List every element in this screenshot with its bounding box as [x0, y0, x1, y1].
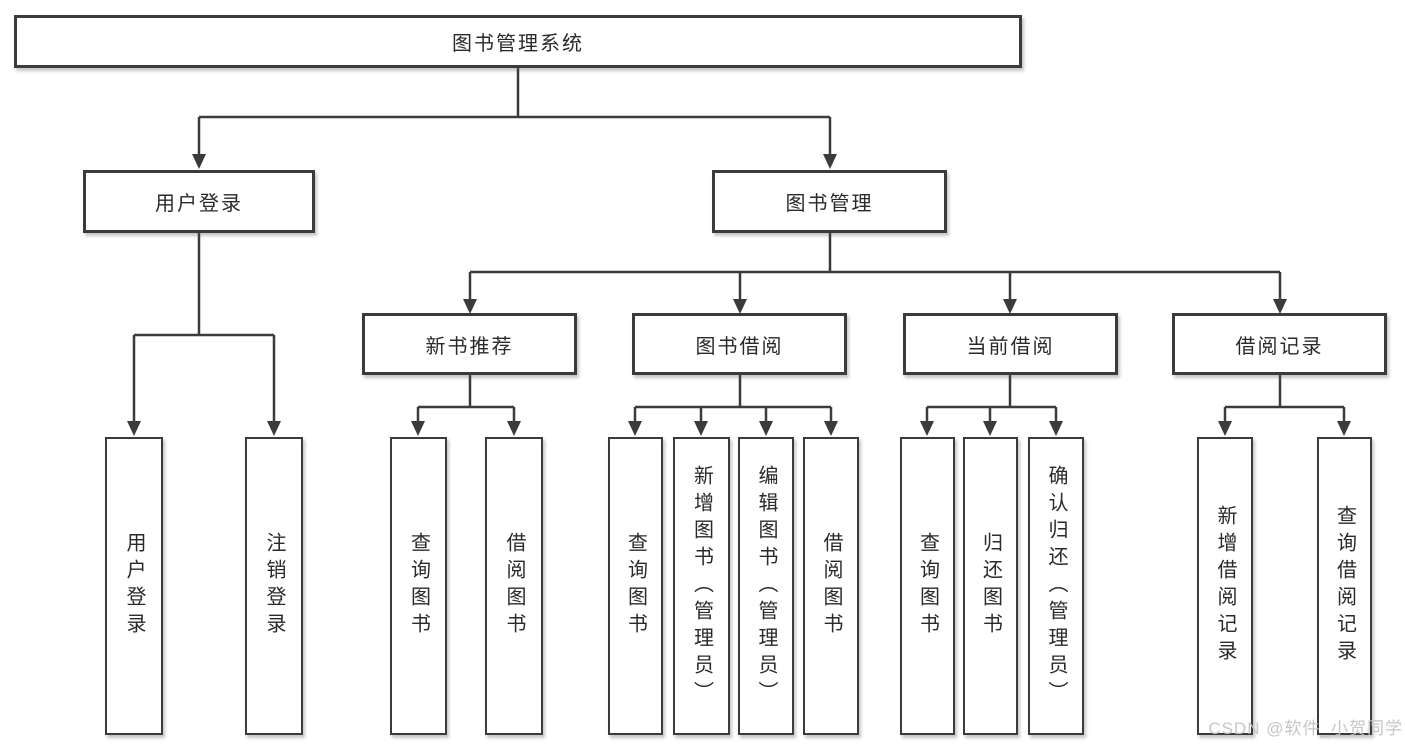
node-new-book-recommend-label: 新书推荐	[425, 335, 514, 358]
leaf-borrow-books-label: 借阅图书	[820, 532, 842, 640]
leaf-query-books-recommend: 查询图书	[390, 437, 447, 735]
connector-paths	[132, 68, 1346, 422]
leaf-add-books-admin-label: 新增图书（管理员）	[690, 464, 713, 708]
leaf-query-books-current-label: 查询图书	[916, 532, 939, 640]
node-book-borrow-label: 图书借阅	[695, 335, 784, 358]
node-borrow-records: 借阅记录	[1172, 313, 1387, 375]
node-current-borrow-label: 当前借阅	[966, 335, 1055, 358]
leaf-logout: 注销登录	[245, 437, 303, 735]
leaf-add-books-admin: 新增图书（管理员）	[673, 437, 730, 735]
leaf-return-books: 归还图书	[963, 437, 1018, 735]
leaf-add-borrow-record-label: 新增借阅记录	[1214, 505, 1236, 667]
leaf-query-books-borrow-label: 查询图书	[624, 532, 647, 640]
leaf-confirm-return-admin-label: 确认归还（管理员）	[1045, 464, 1067, 708]
leaf-edit-books-admin-label: 编辑图书（管理员）	[755, 464, 777, 708]
leaf-query-books-current: 查询图书	[900, 437, 955, 735]
leaf-query-borrow-record-label: 查询借阅记录	[1333, 505, 1356, 667]
node-book-management-label: 图书管理	[785, 193, 874, 215]
leaf-edit-books-admin: 编辑图书（管理员）	[738, 437, 794, 735]
node-new-book-recommend: 新书推荐	[362, 313, 577, 375]
leaf-user-login-label: 用户登录	[123, 532, 145, 640]
node-root-label: 图书管理系统	[452, 33, 584, 55]
watermark: CSDN @软件_小贺同学	[1208, 719, 1403, 738]
node-book-borrow: 图书借阅	[632, 313, 847, 375]
leaf-borrow-books-recommend-label: 借阅图书	[503, 532, 525, 640]
leaf-add-borrow-record: 新增借阅记录	[1197, 437, 1253, 735]
node-current-borrow: 当前借阅	[903, 313, 1118, 375]
leaf-query-books-recommend-label: 查询图书	[407, 532, 430, 640]
leaf-user-login: 用户登录	[105, 437, 163, 735]
node-user-login: 用户登录	[83, 170, 315, 233]
leaf-query-borrow-record: 查询借阅记录	[1317, 437, 1372, 735]
node-root: 图书管理系统	[14, 15, 1022, 68]
node-borrow-records-label: 借阅记录	[1235, 335, 1324, 358]
leaf-query-books-borrow: 查询图书	[608, 437, 663, 735]
node-user-login-label: 用户登录	[155, 193, 243, 215]
leaf-return-books-label: 归还图书	[979, 532, 1002, 640]
leaf-confirm-return-admin: 确认归还（管理员）	[1028, 437, 1084, 735]
leaf-borrow-books: 借阅图书	[803, 437, 859, 735]
leaf-borrow-books-recommend: 借阅图书	[485, 437, 543, 735]
leaf-logout-label: 注销登录	[263, 532, 285, 640]
node-book-management: 图书管理	[712, 170, 947, 233]
